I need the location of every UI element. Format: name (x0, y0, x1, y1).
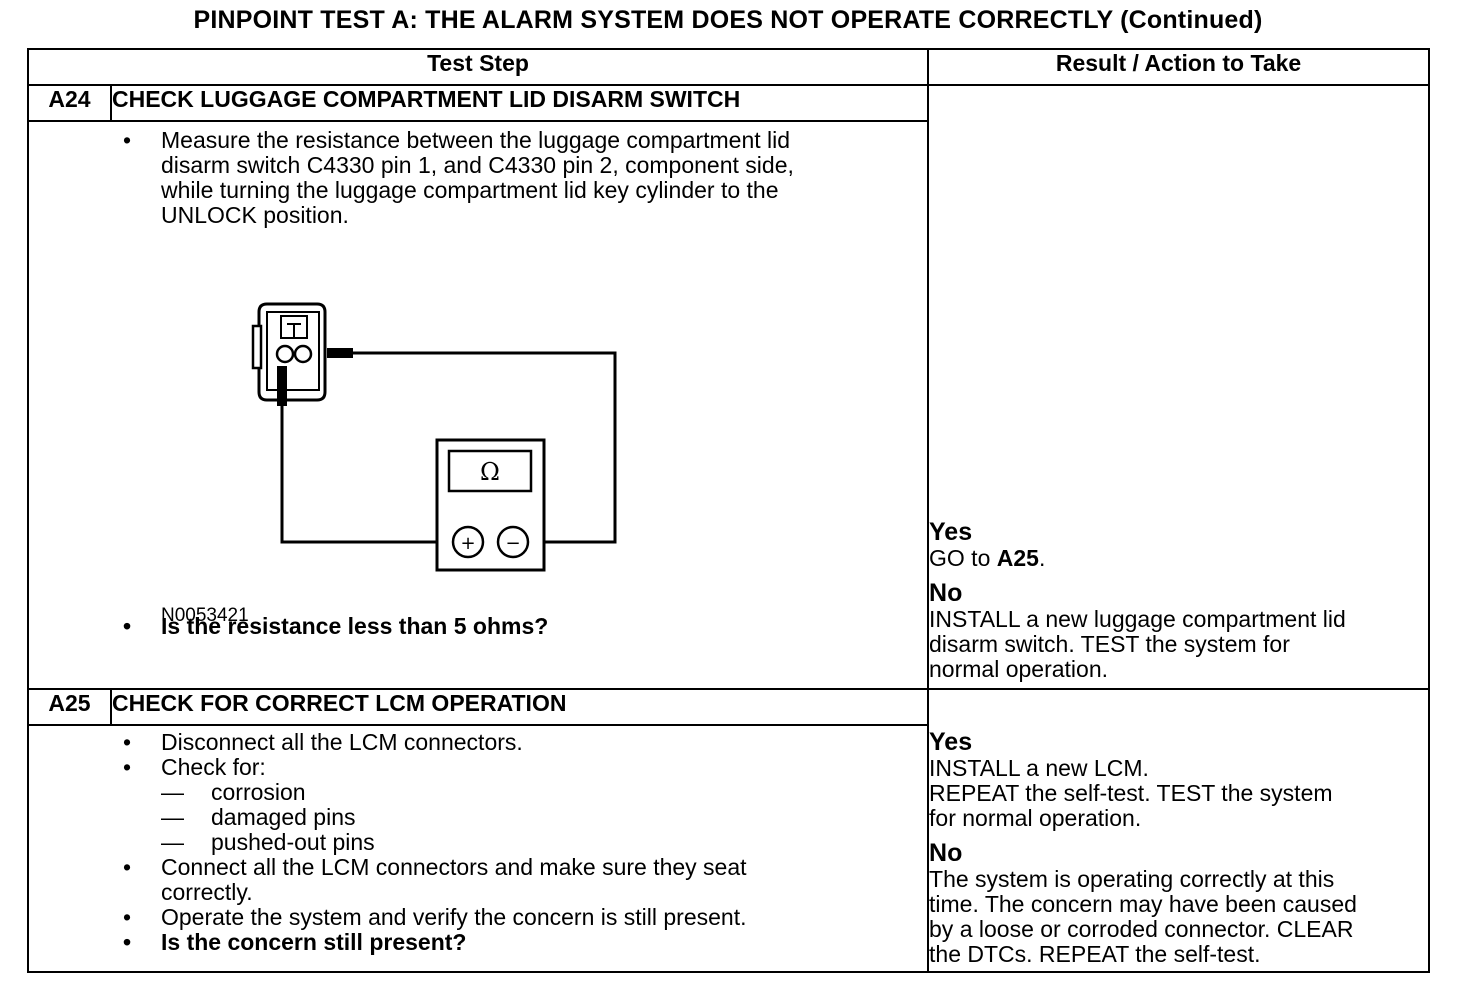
step-a25-instruction-1: Disconnect all the LCM connectors. (29, 730, 927, 756)
connector-c4330-icon (251, 302, 327, 402)
result-a24-no-label: No (929, 579, 963, 607)
ohmmeter-diagram-svg: Ω + − (251, 302, 617, 572)
test-probe-icon (277, 348, 353, 406)
result-a24-yes-label: Yes (929, 518, 973, 546)
step-a25-question: Is the concern still present? (29, 930, 927, 956)
result-a24-yes-ref: A25 (996, 545, 1039, 571)
step-a25-instruction-2: Check for: corrosion damaged pins pushed… (29, 755, 927, 856)
table-header-row: Test Step Result / Action to Take (26, 48, 1431, 86)
result-a25-no-l3: by a loose or corroded connector. CLEAR (929, 916, 1354, 942)
meter-minus-label: − (505, 533, 520, 554)
step-a24-body-row: Measure the resistance between the lugga… (26, 120, 1429, 690)
ohmmeter-diagram: Ω + − N0053421 (29, 228, 927, 626)
page-title: PINPOINT TEST A: THE ALARM SYSTEM DOES N… (193, 6, 1263, 34)
check-item-corrosion: corrosion (161, 780, 927, 806)
meter-minus-terminal (496, 525, 530, 559)
step-a25-instruction-3: Connect all the LCM connectors and make … (29, 855, 927, 905)
result-a24-no-l2: disarm switch. TEST the system for (929, 631, 1290, 657)
step-title-a24: CHECK LUGGAGE COMPARTMENT LID DISARM SWI… (109, 84, 930, 122)
check-item-damaged-pins: damaged pins (161, 805, 927, 831)
result-a25: Yes INSTALL a new LCM. REPEAT the self-t… (927, 688, 1431, 973)
result-a25-no-l1: The system is operating correctly at thi… (929, 866, 1335, 892)
result-a25-yes-l2: REPEAT the self-test. TEST the system (929, 780, 1333, 806)
meter-symbol: Ω (480, 458, 500, 486)
step-a25-body-row: Disconnect all the LCM connectors. Check… (26, 724, 1429, 973)
step-a25-title-row: A25 CHECK FOR CORRECT LCM OPERATION Yes … (27, 687, 1431, 973)
step-id-a25: A25 (27, 687, 112, 727)
result-a25-yes-label: Yes (929, 728, 973, 756)
step-a24-question: Is the resistance less than 5 ohms? (29, 614, 927, 640)
meter-plus-terminal (451, 525, 485, 559)
step-a24-instruction-1: Measure the resistance between the lugga… (29, 128, 927, 228)
step-id-a24: A24 (27, 84, 112, 122)
result-a25-no-label: No (929, 839, 963, 867)
step-a25-instructions: Disconnect all the LCM connectors. Check… (29, 730, 927, 956)
step-a24-question-list: Is the resistance less than 5 ohms? (29, 614, 927, 640)
result-a24-yes-text: GO to A25. (929, 545, 1046, 571)
header-result: Result / Action to Take (927, 48, 1431, 86)
result-a25-no-l4: the DTCs. REPEAT the self-test. (929, 941, 1261, 967)
result-a25-no-l2: time. The concern may have been caused (929, 891, 1357, 917)
ohmmeter-icon: Ω + − (435, 438, 546, 572)
step-a25-body: Disconnect all the LCM connectors. Check… (26, 724, 930, 973)
result-a25-yes-l1: INSTALL a new LCM. (929, 755, 1149, 781)
pinpoint-test-table: Test Step Result / Action to Take A24 CH… (26, 48, 1431, 973)
step-a24-instructions: Measure the resistance between the lugga… (29, 128, 927, 228)
meter-plus-label: + (460, 533, 475, 554)
step-a25-instruction-4: Operate the system and verify the concer… (29, 905, 927, 931)
step-a24-title-row: A24 CHECK LUGGAGE COMPARTMENT LID DISARM… (27, 84, 1431, 690)
step-a25-check-list: corrosion damaged pins pushed-out pins (161, 780, 927, 856)
result-a25-yes-l3: for normal operation. (929, 805, 1142, 831)
check-item-pushed-out-pins: pushed-out pins (161, 830, 927, 856)
result-a24-no-l3: normal operation. (929, 656, 1109, 682)
result-a24: Yes GO to A25. No INSTALL a new luggage … (927, 84, 1431, 690)
result-a24-no-l1: INSTALL a new luggage compartment lid (929, 606, 1346, 632)
header-test-step: Test Step (26, 48, 930, 86)
step-a24-body: Measure the resistance between the lugga… (26, 120, 930, 690)
step-title-a25: CHECK FOR CORRECT LCM OPERATION (109, 687, 930, 727)
